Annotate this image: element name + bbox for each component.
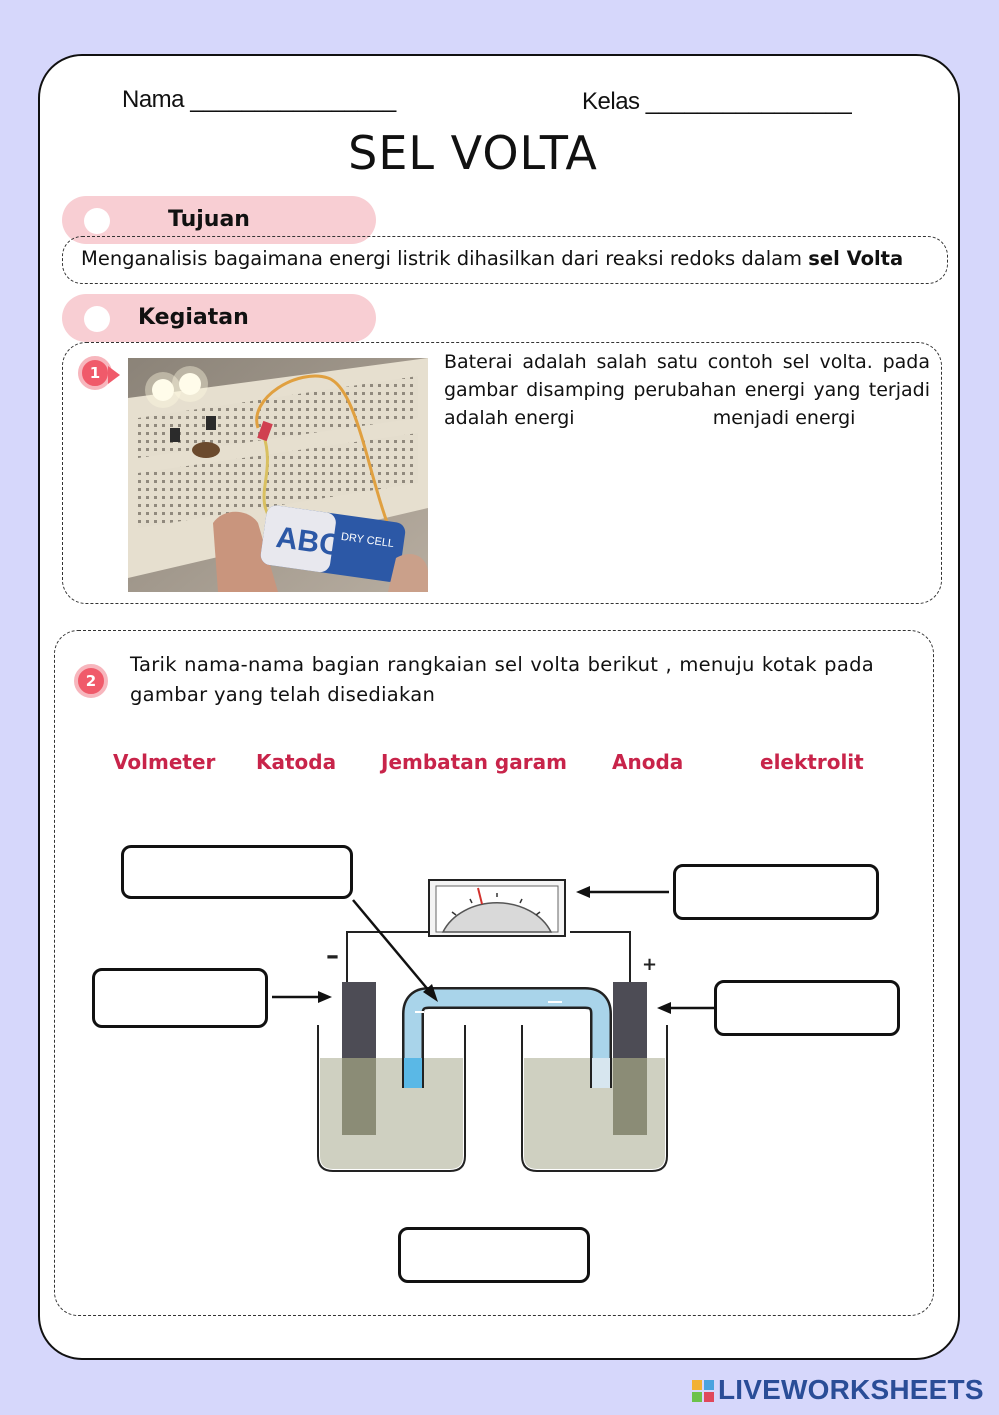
activity-1-number: 1 (78, 356, 120, 390)
kelas-field[interactable]: Kelas ________________ (582, 88, 852, 115)
battery-circuit-illustration: ABC DRY CELL (128, 358, 428, 592)
tujuan-box: Menganalisis bagaimana energi listrik di… (62, 236, 948, 284)
kegiatan-heading: Kegiatan (138, 305, 249, 330)
nama-field[interactable]: Nama ________________ (122, 86, 396, 113)
volta-cell-diagram: – + (40, 796, 962, 1356)
drop-box-middle-right[interactable] (714, 980, 900, 1036)
drop-box-top-right[interactable] (673, 864, 879, 920)
kegiatan-heading-pill: Kegiatan (62, 294, 376, 342)
activity-1-text: Baterai adalah salah satu contoh sel vol… (444, 348, 930, 432)
page-title: SEL VOLTA (348, 126, 598, 180)
term-katoda[interactable]: Katoda (256, 750, 337, 774)
bullet-dot-icon (84, 306, 110, 332)
salt-bridge-left-fill (404, 1058, 422, 1088)
term-elektrolit[interactable]: elektrolit (760, 750, 864, 774)
drop-box-top-left[interactable] (121, 845, 353, 899)
term-anoda[interactable]: Anoda (612, 750, 684, 774)
right-electrode-immersed (613, 1058, 647, 1135)
activity-2-number: 2 (74, 664, 108, 698)
bullet-dot-icon (84, 208, 110, 234)
activity-1-number-text: 1 (89, 364, 101, 382)
tujuan-text-main: Menganalisis bagaimana energi listrik di… (81, 247, 809, 270)
term-volmeter[interactable]: Volmeter (113, 750, 216, 774)
tujuan-text-bold: sel Volta (808, 247, 904, 270)
activity-1-text-part2: menjadi energi (712, 407, 856, 429)
voltmeter (428, 879, 566, 937)
wire-left (346, 931, 432, 982)
volta-cell-drawing: – + (272, 879, 714, 1276)
worksheet-card: Nama ________________ Kelas ____________… (38, 54, 960, 1360)
left-electrode-immersed (342, 1058, 376, 1135)
battery-circuit-photo: ABC DRY CELL (128, 358, 428, 592)
wire-right (570, 931, 631, 982)
activity-1-text-part1: Baterai adalah salah satu contoh sel vol… (444, 351, 930, 429)
left-beaker (317, 1025, 466, 1172)
activity-1-box (62, 342, 942, 604)
minus-sign: – (326, 941, 339, 971)
drop-box-middle-left[interactable] (92, 968, 268, 1028)
badge-pointer-icon (108, 366, 120, 384)
drop-box-bottom[interactable] (398, 1227, 590, 1283)
salt-bridge (404, 989, 610, 1088)
tujuan-heading: Tujuan (168, 207, 250, 232)
activity-2-box (54, 630, 934, 1316)
term-jembatan-garam[interactable]: Jembatan garam (381, 750, 567, 774)
plus-sign: + (642, 954, 657, 975)
activity-2-instruction: Tarik nama-nama bagian rangkaian sel vol… (130, 653, 874, 706)
salt-bridge-right-fill (592, 1058, 610, 1088)
footer-brand[interactable]: LIVEWORKSHEETS (718, 1374, 984, 1405)
liveworksheets-logo-icon (692, 1380, 714, 1402)
tujuan-text: Menganalisis bagaimana energi listrik di… (81, 247, 903, 270)
